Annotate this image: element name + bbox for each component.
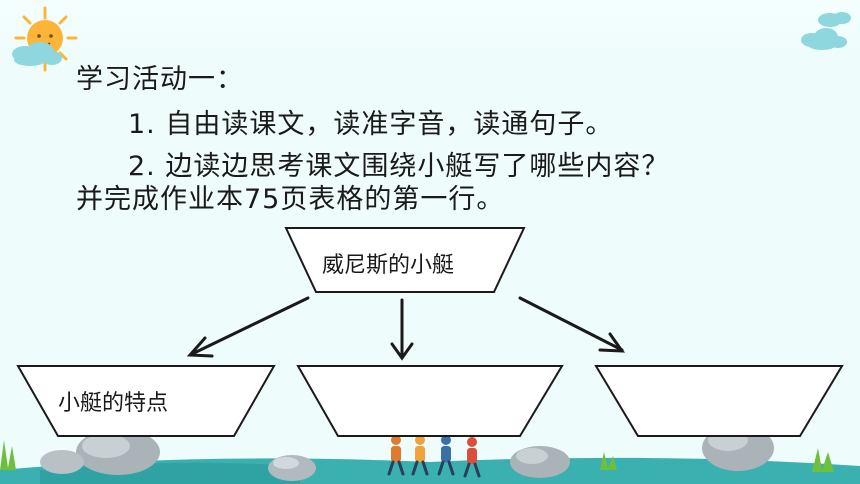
arrow-down (390, 298, 414, 361)
activity-item-1: 1. 自由读课文，读准字音，读通句子。 (128, 109, 614, 140)
rock-icon (40, 429, 160, 475)
middle-answer-box (296, 365, 564, 437)
topic-box (284, 227, 526, 293)
rock-icon (510, 446, 570, 478)
activity-item-2: 2. 边读边思考课文围绕小艇写了哪些内容？ (128, 151, 670, 182)
cloud-icon (801, 28, 847, 50)
hikers-illustration (387, 435, 481, 478)
background-top (0, 0, 860, 60)
arrow-left (186, 296, 310, 358)
right-answer-box (594, 365, 844, 437)
activity-heading: 学习活动一： (76, 64, 244, 95)
grass-icon (0, 440, 834, 472)
topic-label: 威尼斯的小艇 (322, 253, 455, 278)
cloud-icon (12, 42, 62, 66)
left-box-label: 小艇的特点 (58, 391, 169, 416)
arrow-right (518, 296, 625, 353)
left-answer-box (16, 365, 276, 437)
rock-icon (268, 455, 316, 481)
cloud-icon (818, 12, 851, 27)
activity-item-2-continued: 并完成作业本75页表格的第一行。 (76, 184, 505, 215)
